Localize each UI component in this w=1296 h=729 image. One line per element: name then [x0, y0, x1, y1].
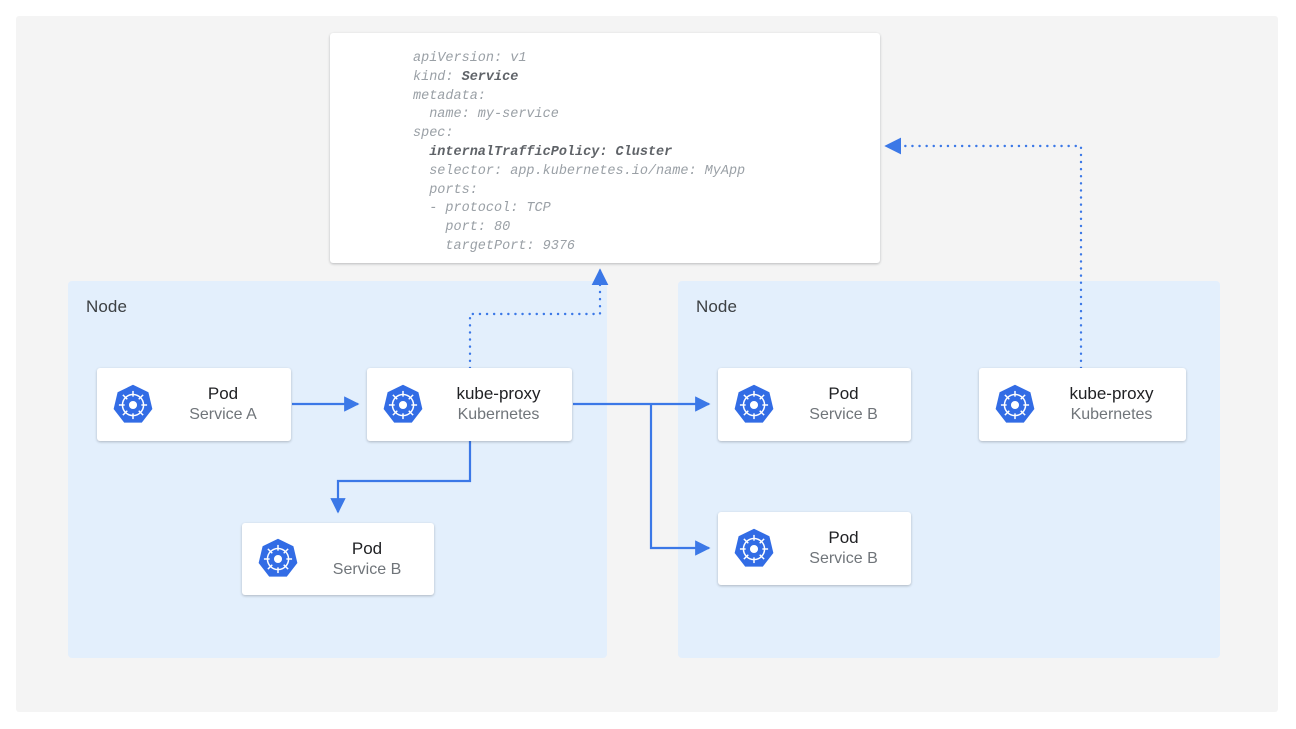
- card-pod-service-b-remote-bottom[interactable]: Pod Service B: [718, 512, 911, 585]
- node-container-left: [68, 281, 607, 658]
- card-subtitle: Service B: [332, 560, 402, 578]
- card-text: Pod Service B: [300, 539, 434, 579]
- card-title: kube-proxy: [456, 384, 541, 404]
- kubernetes-icon: [113, 384, 153, 423]
- yaml-line-port: port: 80: [413, 220, 511, 236]
- yaml-line-ports: ports:: [413, 182, 478, 198]
- kubernetes-icon: [258, 538, 298, 577]
- kubernetes-icon: [734, 528, 774, 567]
- card-pod-service-b-remote-top[interactable]: Pod Service B: [718, 368, 911, 441]
- card-subtitle: Kubernetes: [1070, 406, 1153, 424]
- yaml-line-metadata: metadata:: [413, 88, 486, 104]
- yaml-line-apiversion: apiVersion: v1: [413, 51, 527, 66]
- card-text: kube-proxy Kubernetes: [1037, 384, 1186, 424]
- card-kube-proxy-left[interactable]: kube-proxy Kubernetes: [367, 368, 572, 441]
- node-container-right: [678, 281, 1220, 658]
- node-label-right: Node: [696, 297, 738, 316]
- card-text: kube-proxy Kubernetes: [425, 384, 572, 424]
- kubernetes-icon: [995, 384, 1035, 423]
- node-label-left: Node: [86, 297, 128, 316]
- card-title: Pod: [828, 528, 859, 548]
- yaml-line-targetport: targetPort: 9376: [413, 238, 576, 254]
- yaml-line-internaltrafficpolicy: internalTrafficPolicy: Cluster: [413, 144, 673, 160]
- card-title: Pod: [828, 384, 859, 404]
- card-title: Pod: [207, 384, 239, 404]
- card-subtitle: Service A: [189, 406, 257, 424]
- yaml-line-name: name: my-service: [413, 107, 559, 123]
- service-manifest-code: apiVersion: v1 kind: Service metadata: n…: [330, 50, 880, 257]
- service-manifest-panel: apiVersion: v1 kind: Service metadata: n…: [330, 33, 880, 263]
- yaml-line-selector: selector: app.kubernetes.io/name: MyApp: [413, 163, 746, 179]
- card-pod-service-a[interactable]: Pod Service A: [97, 368, 291, 441]
- kubernetes-icon: [383, 384, 423, 423]
- card-subtitle: Kubernetes: [457, 406, 540, 424]
- card-title: Pod: [351, 538, 383, 558]
- card-text: Pod Service B: [776, 528, 911, 568]
- card-text: Pod Service A: [155, 384, 291, 424]
- card-pod-service-b-local[interactable]: Pod Service B: [242, 523, 434, 595]
- card-title: kube-proxy: [1069, 384, 1154, 404]
- kubernetes-icon: [734, 384, 774, 423]
- card-subtitle: Service B: [809, 406, 878, 424]
- yaml-line-kind: kind: Service: [413, 69, 519, 85]
- yaml-line-spec: spec:: [413, 126, 454, 142]
- card-text: Pod Service B: [776, 384, 911, 424]
- yaml-line-protocol: - protocol: TCP: [413, 201, 551, 217]
- card-subtitle: Service B: [809, 550, 878, 568]
- card-kube-proxy-right[interactable]: kube-proxy Kubernetes: [979, 368, 1186, 441]
